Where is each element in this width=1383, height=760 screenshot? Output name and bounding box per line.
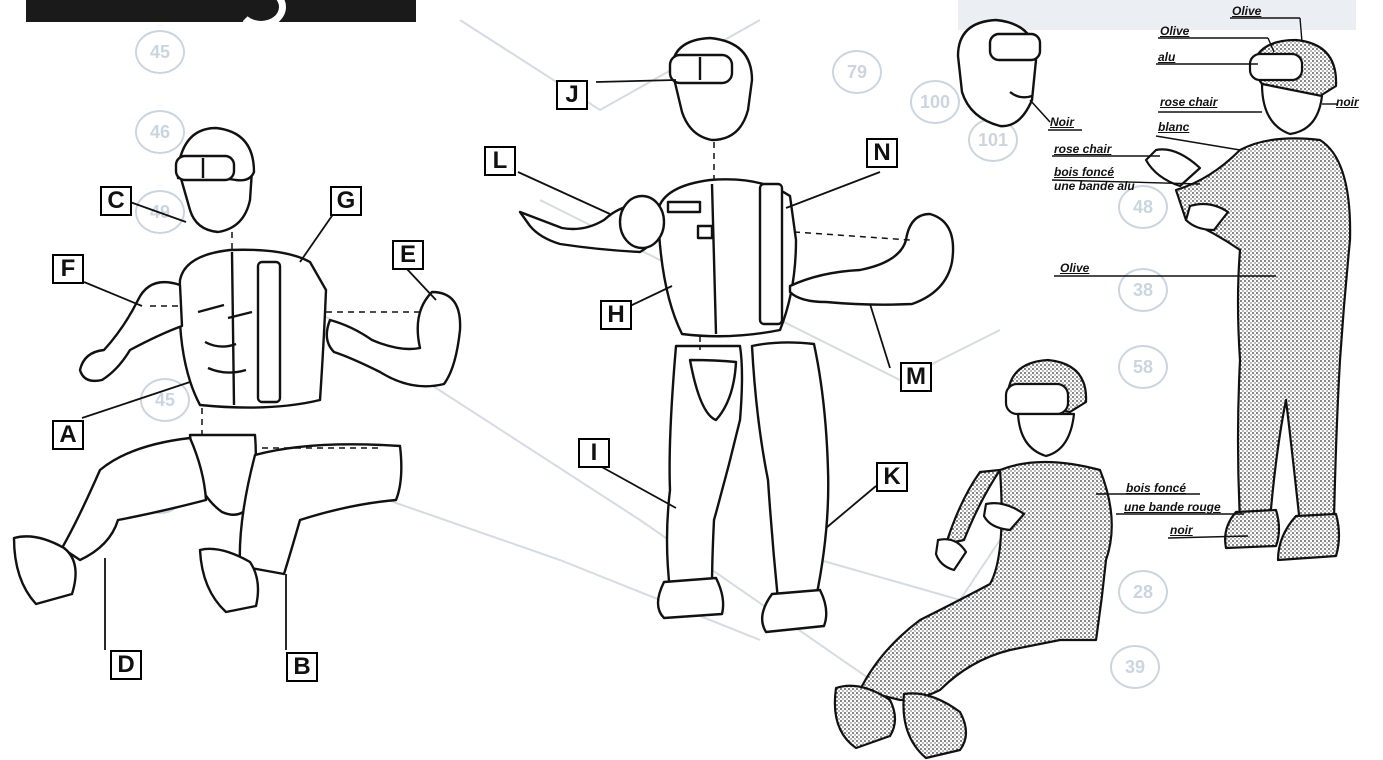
goggles-c — [176, 156, 234, 180]
figure-1-exploded — [14, 128, 460, 612]
figure-2-exploded — [520, 38, 953, 632]
callout-bois-fonce-2: bois foncé — [1126, 482, 1186, 495]
callout-olive-body: Olive — [1060, 262, 1089, 275]
part-label-g: G — [330, 186, 362, 216]
callout-une-bande-rouge: une bande rouge — [1124, 501, 1221, 514]
arm-m — [790, 214, 953, 305]
arm-f — [80, 282, 182, 381]
callout-olive-top: Olive — [1232, 5, 1261, 18]
callout-rose-chair-2: rose chair — [1054, 143, 1111, 156]
arm-e — [327, 292, 460, 386]
callout-rose-chair-1: rose chair — [1160, 96, 1217, 109]
part-label-n: N — [866, 138, 898, 168]
part-label-l: L — [484, 146, 516, 176]
part-label-k: K — [876, 462, 908, 492]
painted-seated-figure — [835, 360, 1112, 758]
callout-blanc: blanc — [1158, 121, 1189, 134]
suit-standing — [1176, 138, 1350, 524]
callout-olive-2: Olive — [1160, 25, 1189, 38]
part-label-d: D — [110, 650, 142, 680]
part-label-f: F — [52, 254, 84, 284]
part-label-c: C — [100, 186, 132, 216]
callout-alu: alu — [1158, 51, 1175, 64]
legs-k — [752, 342, 828, 600]
part-label-j: J — [556, 80, 588, 110]
callout-noir-right: noir — [1336, 96, 1359, 109]
boot-i — [658, 578, 723, 618]
boots-standing — [1225, 510, 1279, 548]
head-detail — [958, 20, 1040, 126]
boot-k — [762, 590, 826, 632]
part-label-e: E — [392, 240, 424, 270]
callout-noir-boots: noir — [1170, 524, 1193, 537]
part-label-h: H — [600, 300, 632, 330]
part-label-i: I — [578, 438, 610, 468]
head-j — [672, 38, 752, 140]
part-label-b: B — [286, 652, 318, 682]
part-label-a: A — [52, 420, 84, 450]
callout-une-bande-alu: une bande alu — [1054, 180, 1135, 193]
suit-seated — [860, 462, 1112, 700]
callout-bois-fonce-1: bois foncé — [1054, 166, 1114, 179]
torso-a — [179, 250, 326, 408]
callout-head-noir: Noir — [1050, 116, 1074, 129]
part-label-m: M — [900, 362, 932, 392]
